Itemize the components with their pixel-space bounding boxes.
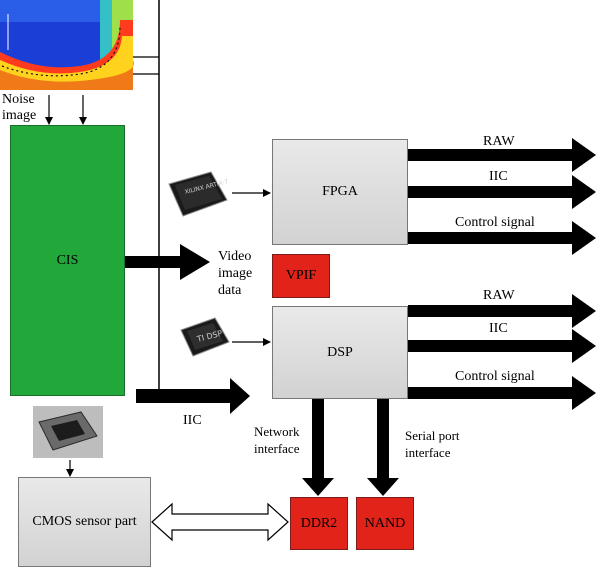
vpif-block: VPIF [272, 254, 330, 298]
dsp-control-arrow [408, 376, 596, 410]
dsp-control-label: Control signal [455, 369, 535, 384]
network-interface-label: Network interface [254, 424, 300, 456]
iic-bottom-arrow [136, 378, 250, 414]
dsp-raw-label: RAW [483, 288, 515, 303]
cmos-sensor-block: CMOS sensor part [18, 477, 151, 567]
dsp-iic-label: IIC [489, 321, 508, 336]
iic-bottom-label: IIC [183, 413, 202, 428]
cmos-sensor-label: CMOS sensor part [32, 514, 137, 529]
dsp-raw-arrow [408, 294, 596, 328]
fpga-control-label: Control signal [455, 215, 535, 230]
ddr2-block: DDR2 [290, 497, 348, 550]
video-image-data-label: Video image data [218, 249, 253, 298]
fpga-raw-arrow [408, 138, 596, 172]
fpga-control-arrow [408, 221, 596, 255]
serial-interface-arrow [367, 398, 399, 496]
fpga-iic-arrow [408, 175, 596, 209]
nand-block: NAND [356, 497, 414, 550]
nand-label: NAND [364, 515, 406, 531]
serial-port-interface-label: Serial port interface [405, 428, 460, 460]
dsp-label: DSP [327, 344, 353, 360]
vpif-label: VPIF [285, 268, 317, 283]
fpga-chip-icon: XILINX ARTIX-7 [168, 171, 229, 217]
fpga-raw-label: RAW [483, 134, 515, 149]
noise-image-label: Noise image [2, 92, 37, 123]
bidirectional-arrow [151, 502, 289, 542]
dsp-iic-arrow [408, 329, 596, 363]
cis-label: CIS [56, 252, 79, 268]
ddr2-label: DDR2 [300, 515, 338, 531]
fpga-label: FPGA [322, 184, 358, 199]
video-data-arrow [124, 244, 210, 280]
dsp-block: DSP [272, 306, 408, 399]
cis-block: CIS [10, 125, 125, 396]
fpga-iic-label: IIC [489, 169, 508, 184]
fpga-block: FPGA [272, 139, 408, 245]
network-interface-arrow [302, 398, 334, 496]
cmos-sensor-icon [33, 406, 103, 458]
noise-heatmap-icon [0, 0, 134, 90]
dsp-chip-icon: TI DSP [180, 317, 230, 357]
